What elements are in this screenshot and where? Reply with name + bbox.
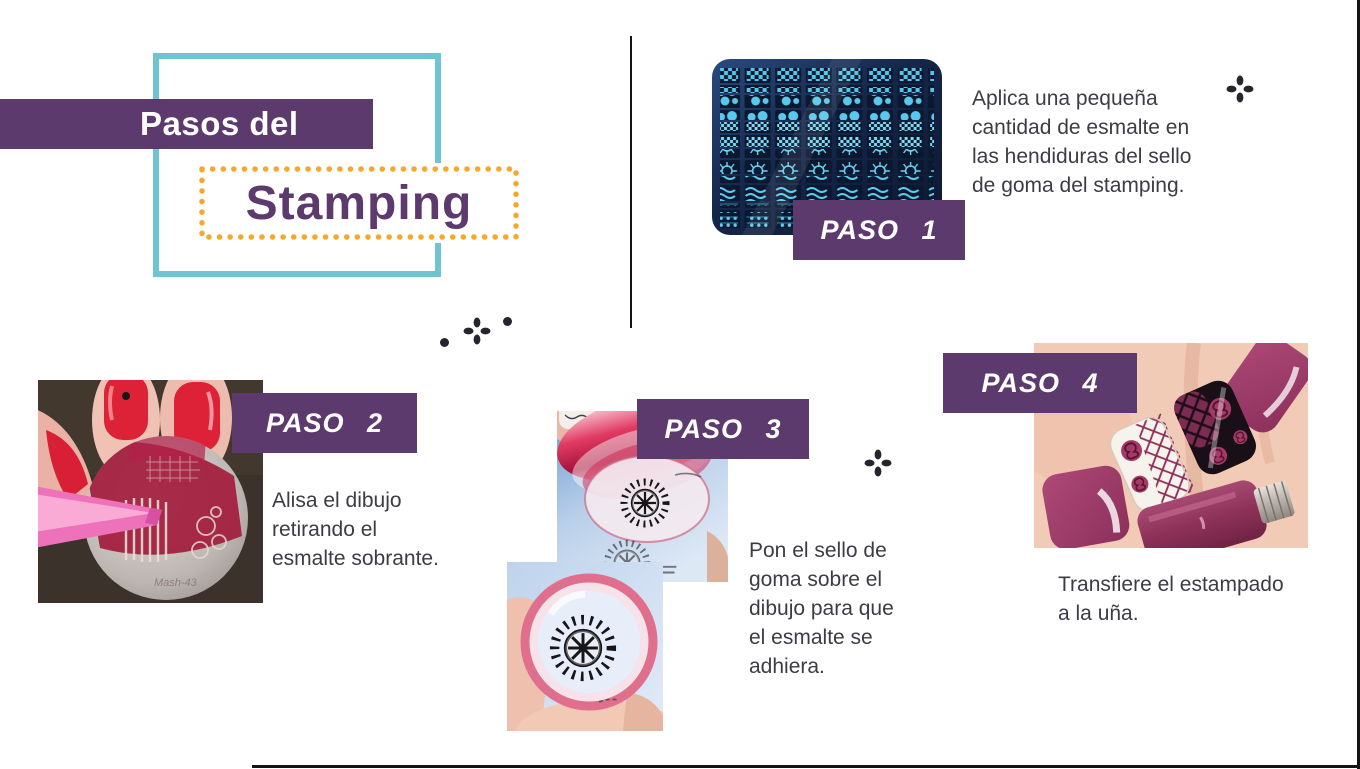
step-3-banner: PASO 3 xyxy=(637,399,809,459)
step-1-image xyxy=(712,59,942,235)
bottom-border-line xyxy=(252,765,1360,768)
dotted-plus-icon xyxy=(463,317,491,345)
dotted-plus-icon xyxy=(1226,75,1254,103)
step-3-label: PASO 3 xyxy=(664,413,782,444)
step-2-banner: PASO 2 xyxy=(232,393,417,453)
title-main: Stamping xyxy=(245,176,473,230)
dotted-plus-icon xyxy=(864,449,892,477)
title-banner: Pasos del xyxy=(0,99,373,149)
plate-watermark: Mash-43 xyxy=(154,577,198,589)
step-2-description: Alisa el dibujo retirando el esmalte sob… xyxy=(272,489,439,570)
step-4-label: PASO 4 xyxy=(981,367,1099,398)
vertical-divider-line xyxy=(630,36,632,328)
right-border-line xyxy=(1357,0,1360,769)
title-main-box: Stamping xyxy=(196,163,522,243)
step-3-image-result xyxy=(507,562,663,731)
step-3-description: Pon el sello de goma sobre el dibujo par… xyxy=(749,539,894,678)
dot-icon xyxy=(503,317,512,326)
title-prefix: Pasos del xyxy=(140,105,299,142)
step-4-description: Transfiere el estampado a la uña. xyxy=(1058,573,1284,625)
step-4-banner: PASO 4 xyxy=(943,353,1137,413)
step-1-banner: PASO 1 xyxy=(793,200,965,260)
step-1-description: Aplica una pequeña cantidad de esmalte e… xyxy=(972,87,1192,197)
step-2-image: Mash-43 xyxy=(38,380,263,603)
dotted-border xyxy=(199,166,519,240)
step-1-label: PASO 1 xyxy=(820,214,938,245)
step-2-label: PASO 2 xyxy=(265,407,384,438)
dot-icon xyxy=(440,338,449,347)
